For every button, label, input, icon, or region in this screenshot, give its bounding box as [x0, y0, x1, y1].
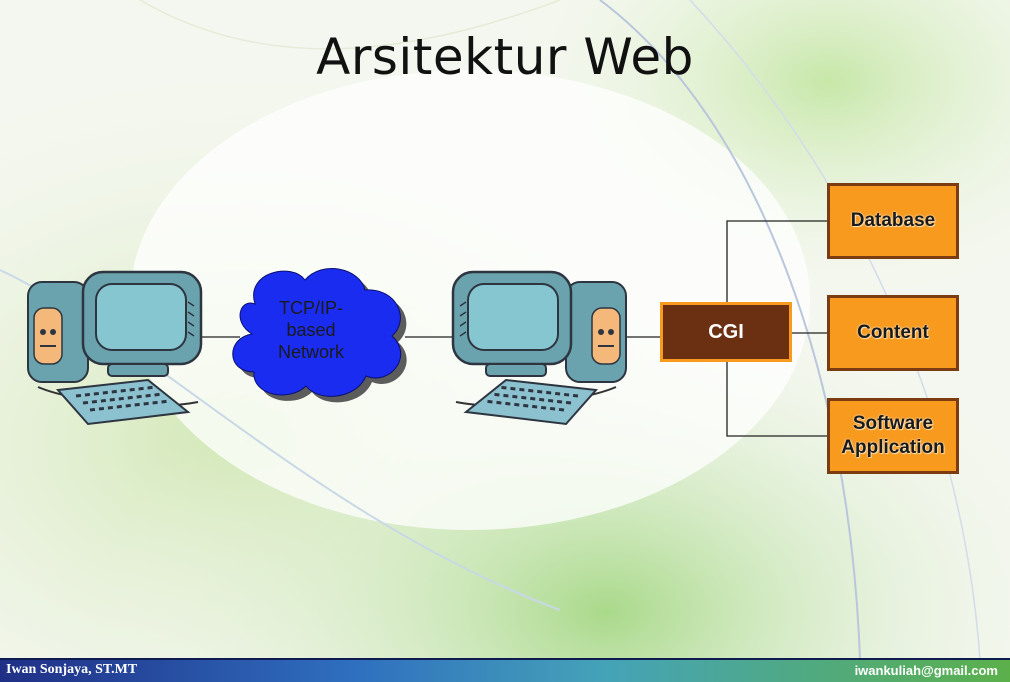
content-label: Content [857, 322, 929, 343]
software-application-box: Software Application [827, 398, 959, 474]
page-title: Arsitektur Web [316, 28, 694, 86]
client-computer-icon [27, 270, 203, 426]
network-cloud-label: TCP/IP- based Network [246, 297, 376, 363]
cloud-label-text: TCP/IP- based Network [277, 298, 344, 362]
database-box: Database [827, 183, 959, 259]
footer-author: Iwan Sonjaya, ST.MT [6, 662, 138, 677]
cloud-icon [232, 268, 407, 403]
database-label: Database [850, 210, 936, 231]
software-application-label: Software Application [841, 413, 945, 458]
server-computer-icon [451, 270, 627, 426]
cgi-label: CGI [708, 321, 744, 343]
content-box: Content [827, 295, 959, 371]
footer-bar: Iwan Sonjaya, ST.MT iwankuliah@gmail.com [0, 658, 1010, 682]
cgi-box: CGI [660, 302, 792, 362]
footer-email: iwankuliah@gmail.com [854, 663, 998, 678]
